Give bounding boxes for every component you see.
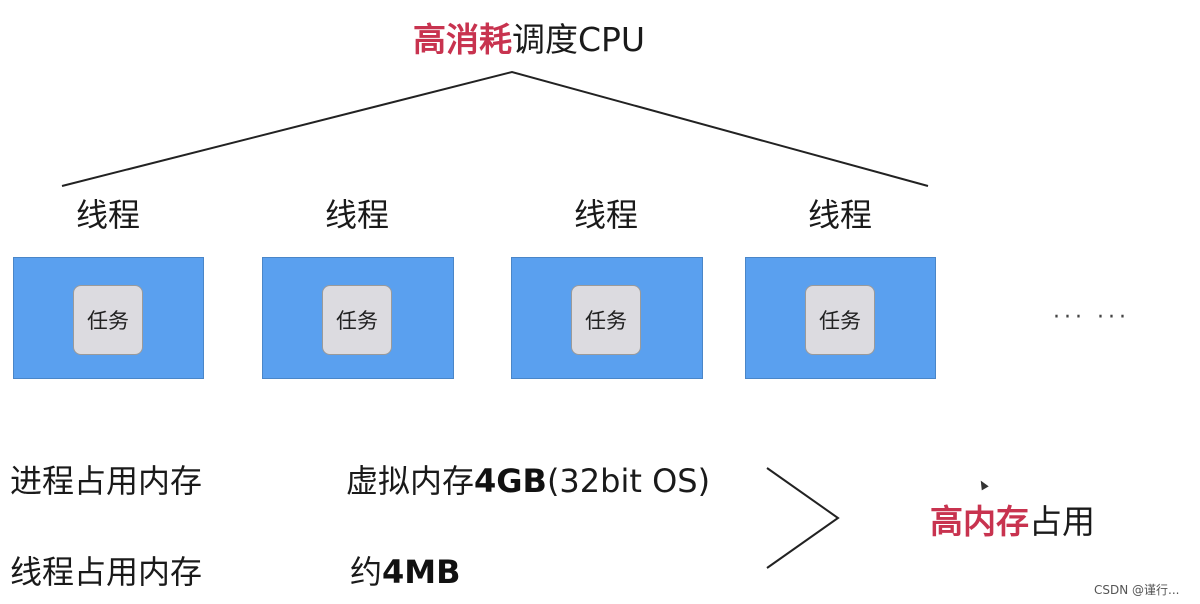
more-threads-ellipsis: ··· ··· bbox=[1053, 305, 1130, 330]
watermark: CSDN @谨行... bbox=[1094, 583, 1180, 597]
thread-memory-amount: 4MB bbox=[382, 553, 461, 591]
task-box-2: 任务 bbox=[322, 285, 392, 355]
thread-label-3: 线程 bbox=[573, 196, 638, 234]
tree-branch-line bbox=[61, 70, 929, 187]
thread-label-1: 线程 bbox=[75, 196, 140, 234]
title-accent: 高消耗 bbox=[412, 20, 512, 59]
thread-memory-label: 线程占用内存 bbox=[10, 553, 203, 591]
thread-box-3: 任务 bbox=[511, 257, 703, 379]
thread-label-4: 线程 bbox=[807, 196, 872, 234]
task-box-3: 任务 bbox=[571, 285, 641, 355]
conclusion-accent: 高内存 bbox=[930, 502, 1029, 541]
process-memory-prefix: 虚拟内存 bbox=[346, 462, 475, 500]
thread-box-4: 任务 bbox=[745, 257, 936, 379]
thread-box-1: 任务 bbox=[13, 257, 204, 379]
conclusion-text: 高内存占用 bbox=[930, 500, 1095, 544]
greater-than-bracket bbox=[766, 467, 840, 569]
process-memory-suffix: (32bit OS) bbox=[546, 462, 711, 500]
task-box-4: 任务 bbox=[805, 285, 875, 355]
process-memory-label: 进程占用内存 bbox=[10, 462, 203, 500]
diagram-title: 高消耗调度CPU bbox=[0, 18, 1058, 62]
task-box-1: 任务 bbox=[73, 285, 143, 355]
process-memory-value: 虚拟内存4GB(32bit OS) bbox=[346, 461, 710, 501]
thread-memory-prefix: 约 bbox=[350, 553, 383, 591]
conclusion-rest: 占用 bbox=[1029, 502, 1095, 541]
process-memory-amount: 4GB bbox=[474, 462, 547, 500]
title-rest: 调度CPU bbox=[511, 20, 646, 59]
thread-label-2: 线程 bbox=[324, 196, 389, 234]
thread-memory-value: 约4MB bbox=[350, 552, 461, 592]
thread-box-2: 任务 bbox=[262, 257, 454, 379]
